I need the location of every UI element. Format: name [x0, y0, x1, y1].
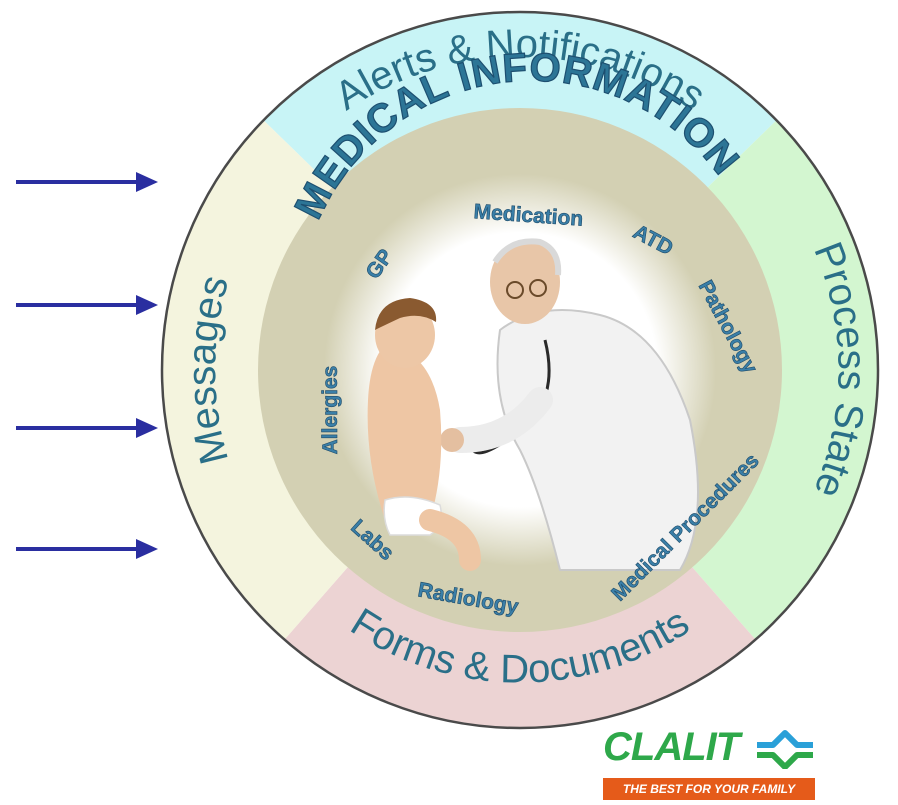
item-allergies: Allergies — [319, 366, 342, 455]
arrow-2 — [16, 295, 158, 315]
arrow-3 — [16, 418, 158, 438]
logo-wordmark: CLALIT — [603, 725, 740, 769]
logo-wave-icon — [757, 730, 813, 769]
doctor-child-illustration — [367, 238, 699, 571]
arrow-4 — [16, 539, 158, 559]
clalit-logo: CLALIT THE BEST FOR YOUR FAMILY — [603, 725, 815, 800]
arrow-1 — [16, 172, 158, 192]
arrows — [16, 172, 158, 559]
outer-ring-border — [160, 10, 880, 730]
logo-tagline: THE BEST FOR YOUR FAMILY — [603, 778, 815, 800]
